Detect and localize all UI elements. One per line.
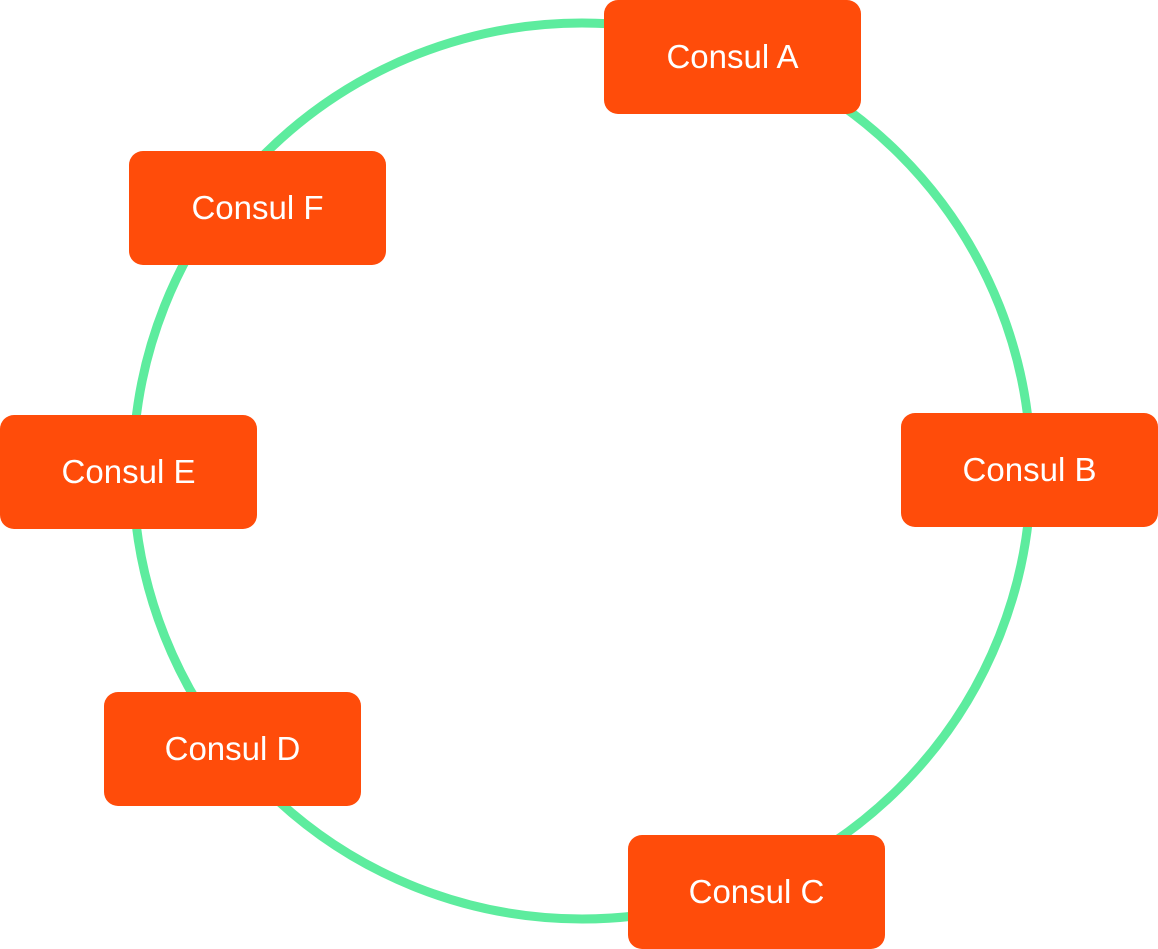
consul-node-e[interactable]: Consul E [0, 415, 257, 529]
consul-node-a[interactable]: Consul A [604, 0, 861, 114]
consul-node-c[interactable]: Consul C [628, 835, 885, 949]
consul-node-d[interactable]: Consul D [104, 692, 361, 806]
node-label: Consul A [666, 38, 799, 75]
node-label: Consul E [61, 453, 196, 490]
node-label: Consul C [688, 873, 825, 910]
node-label: Consul B [962, 451, 1097, 488]
node-label: Consul F [191, 189, 324, 226]
consul-node-b[interactable]: Consul B [901, 413, 1158, 527]
node-label: Consul D [164, 730, 301, 767]
consul-node-f[interactable]: Consul F [129, 151, 386, 265]
